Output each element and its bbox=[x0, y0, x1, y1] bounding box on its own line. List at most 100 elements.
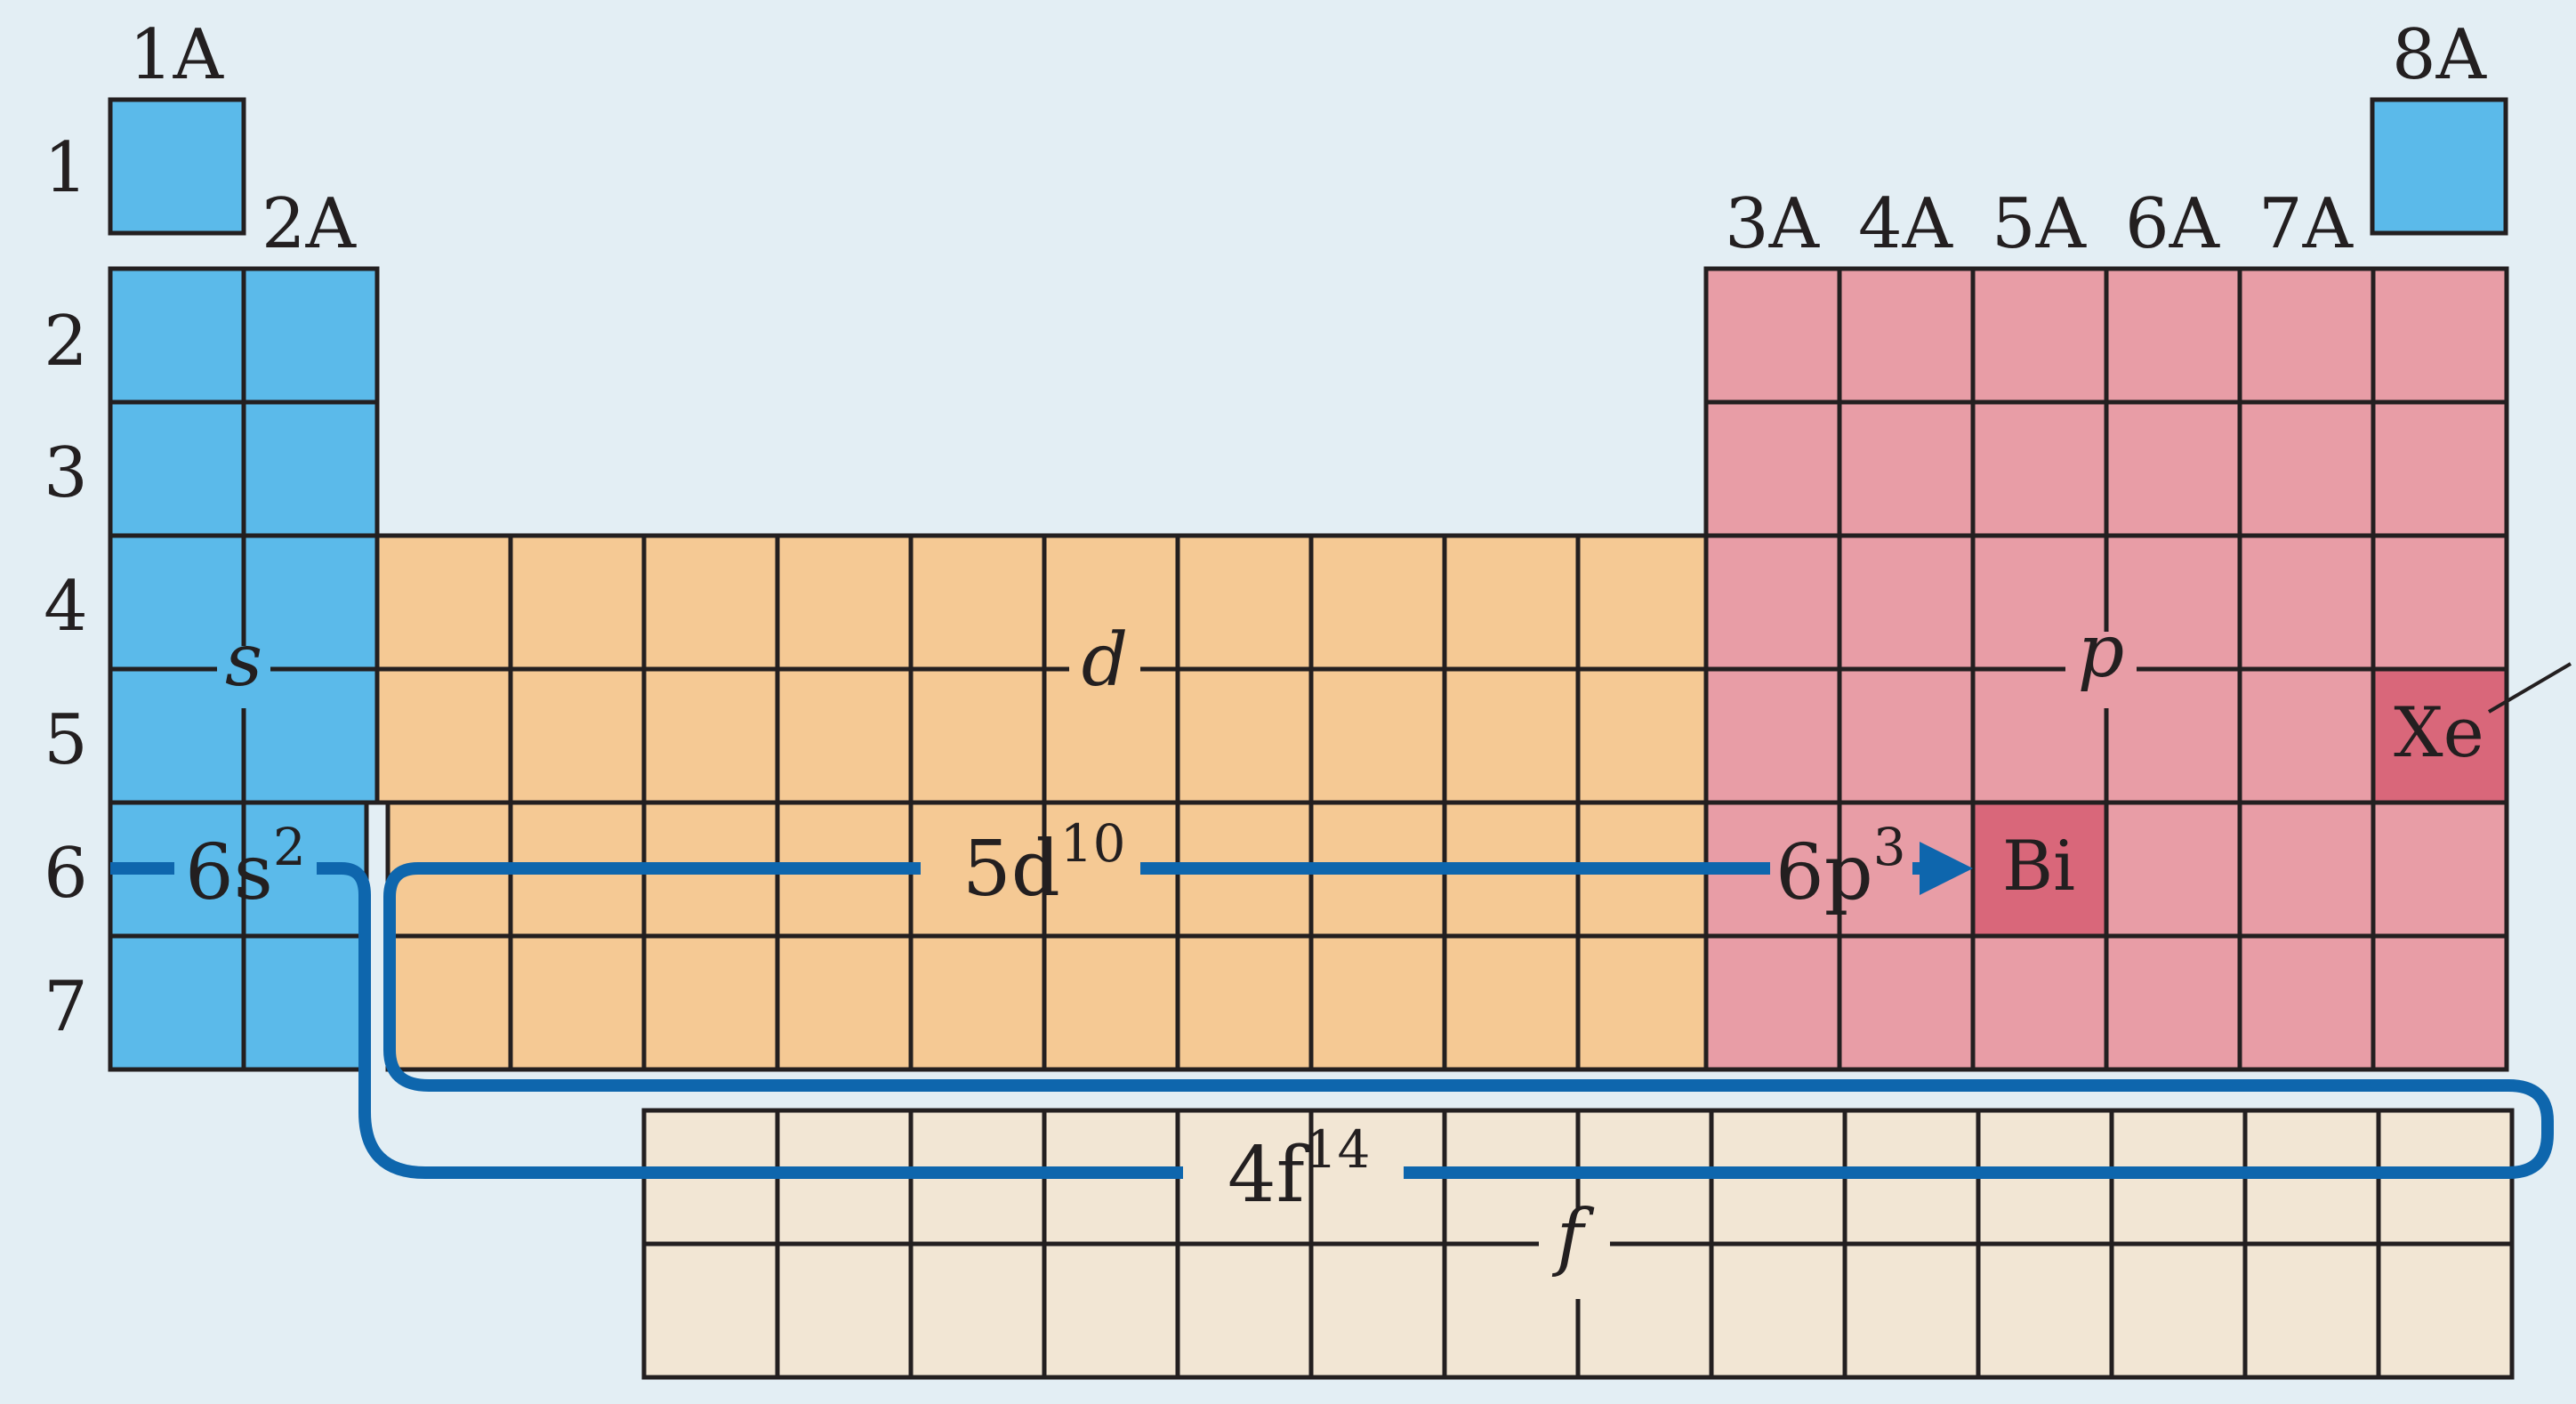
block-label-s: s bbox=[225, 618, 262, 703]
cell-d-p7-c2 bbox=[508, 933, 647, 1072]
config-6s: 6s2 bbox=[185, 817, 306, 917]
cell-p-p2-c4 bbox=[2104, 266, 2242, 405]
d-label-bg bbox=[1069, 646, 1140, 708]
cell-s-p7-g2 bbox=[241, 933, 369, 1072]
period-label-3: 3 bbox=[44, 433, 88, 513]
element-bi: Bi bbox=[2002, 827, 2075, 907]
cell-d-p7-c6 bbox=[1042, 933, 1180, 1072]
cell-f-r2-c4 bbox=[1042, 1241, 1180, 1380]
cell-f-r2-c13 bbox=[2242, 1241, 2381, 1380]
group-labels: 1A 2A 3A 4A 5A 6A 7A 8A bbox=[129, 15, 2488, 264]
group-label-5a: 5A bbox=[1992, 184, 2088, 264]
cell-s-p7-g1 bbox=[108, 933, 246, 1072]
config-6p: 6p3 bbox=[1775, 817, 1906, 917]
config-4f: 4f14 bbox=[1228, 1119, 1370, 1220]
cell-d-p5-c5 bbox=[908, 666, 1047, 805]
cell-d-p4-c9 bbox=[1442, 533, 1581, 672]
cell-p-p4-c5 bbox=[2237, 533, 2376, 672]
cell-d-p5-c7 bbox=[1175, 666, 1314, 805]
block-label-p: p bbox=[2078, 609, 2125, 694]
cell-d-p7-c10 bbox=[1575, 933, 1714, 1072]
cell-d-p4-c8 bbox=[1308, 533, 1447, 672]
cell-p-p2-c3 bbox=[1970, 266, 2109, 405]
cell-s-p2-g2 bbox=[241, 266, 380, 405]
xe-pointer-line bbox=[2487, 662, 2572, 714]
cell-p-p4-c2 bbox=[1837, 533, 1976, 672]
cell-d-p7-c9 bbox=[1442, 933, 1581, 1072]
cell-d-p5-c1 bbox=[374, 666, 513, 805]
cell-p-p3-c6 bbox=[2371, 399, 2509, 538]
cell-s-p3-g2 bbox=[241, 399, 380, 538]
path-4f-loop bbox=[383, 862, 2554, 1179]
group-label-1a: 1A bbox=[129, 15, 225, 95]
cell-p-p7-c3 bbox=[1970, 933, 2109, 1072]
cell-f-r2-c5 bbox=[1175, 1241, 1314, 1380]
cell-d-p4-c5 bbox=[908, 533, 1047, 672]
cell-p-p2-c5 bbox=[2237, 266, 2376, 405]
cell-p-p5-c5 bbox=[2237, 666, 2376, 805]
cell-d-p7-c8 bbox=[1308, 933, 1447, 1072]
cell-p-p6-c4 bbox=[2104, 800, 2242, 939]
cell-f-r2-c3 bbox=[908, 1241, 1047, 1380]
cell-p-p6-c6 bbox=[2371, 800, 2509, 939]
cell-f-r2-c10 bbox=[1842, 1241, 1981, 1380]
cell-d-p4-c7 bbox=[1175, 533, 1314, 672]
cell-f-r2-c9 bbox=[1709, 1241, 1847, 1380]
period-label-7: 7 bbox=[44, 967, 88, 1047]
cell-d-p5-c2 bbox=[508, 666, 647, 805]
cell-d-p7-c5 bbox=[908, 933, 1047, 1072]
cell-d-p4-c3 bbox=[641, 533, 780, 672]
cell-p-p3-c4 bbox=[2104, 399, 2242, 538]
cell-s-p1-g8 bbox=[2370, 97, 2508, 236]
cell-s-p4-g1 bbox=[108, 533, 246, 672]
cell-d-p4-c4 bbox=[775, 533, 914, 672]
group-label-8a: 8A bbox=[2392, 15, 2488, 95]
cell-p-p3-c2 bbox=[1837, 399, 1976, 538]
period-label-4: 4 bbox=[44, 567, 88, 647]
cell-s-p2-g1 bbox=[108, 266, 246, 405]
period-label-2: 2 bbox=[44, 302, 88, 382]
cell-d-p5-c10 bbox=[1575, 666, 1714, 805]
cell-p-p2-c2 bbox=[1837, 266, 1976, 405]
cell-p-p2-c1 bbox=[1703, 266, 1842, 405]
cell-p-p5-c2 bbox=[1837, 666, 1976, 805]
cell-p-p5-c6 bbox=[2371, 666, 2509, 805]
arrowhead-to-bi bbox=[1920, 842, 1973, 895]
s-label-bg bbox=[217, 646, 270, 708]
cell-d-p7-c3 bbox=[641, 933, 780, 1072]
cell-d-p5-c8 bbox=[1308, 666, 1447, 805]
cell-d-p7-c7 bbox=[1175, 933, 1314, 1072]
cell-d-p5-c9 bbox=[1442, 666, 1581, 805]
cell-p-p4-c6 bbox=[2371, 533, 2509, 672]
cell-f-r2-c14 bbox=[2376, 1241, 2515, 1380]
period-label-1: 1 bbox=[44, 128, 88, 208]
cell-f-r2-c11 bbox=[1976, 1241, 2114, 1380]
element-xe: Xe bbox=[2394, 693, 2484, 773]
cell-s-p1-g1 bbox=[108, 97, 246, 236]
period-labels: 1 2 3 4 5 6 7 bbox=[44, 128, 88, 1047]
cell-p-p3-c5 bbox=[2237, 399, 2376, 538]
cell-f-r2-c12 bbox=[2109, 1241, 2248, 1380]
cell-d-p4-c2 bbox=[508, 533, 647, 672]
cell-p-p3-c1 bbox=[1703, 399, 1842, 538]
period-label-6: 6 bbox=[44, 834, 88, 914]
cell-p-p4-c1 bbox=[1703, 533, 1842, 672]
cell-p-p2-c6 bbox=[2371, 266, 2509, 405]
cell-f-r1-c5 bbox=[1175, 1108, 1314, 1247]
cell-p-p7-c5 bbox=[2237, 933, 2376, 1072]
configuration-labels: 6s2 5d10 6p3 4f14 bbox=[185, 813, 1906, 1220]
period-label-5: 5 bbox=[44, 700, 88, 780]
cell-d-p7-c1 bbox=[385, 933, 513, 1072]
cell-f-r2-c2 bbox=[775, 1241, 914, 1380]
path-6s-to-4f bbox=[317, 862, 1183, 1179]
cell-d-p4-c10 bbox=[1575, 533, 1714, 672]
cell-d-p7-c4 bbox=[775, 933, 914, 1072]
f-label-bg bbox=[1539, 1210, 1610, 1299]
cell-d-p5-c4 bbox=[775, 666, 914, 805]
group-label-7a: 7A bbox=[2258, 184, 2355, 264]
group-label-2a: 2A bbox=[262, 184, 358, 264]
cell-p-p7-c2 bbox=[1837, 933, 1976, 1072]
cell-s-p3-g1 bbox=[108, 399, 246, 538]
cell-f-r2-c6 bbox=[1308, 1241, 1447, 1380]
